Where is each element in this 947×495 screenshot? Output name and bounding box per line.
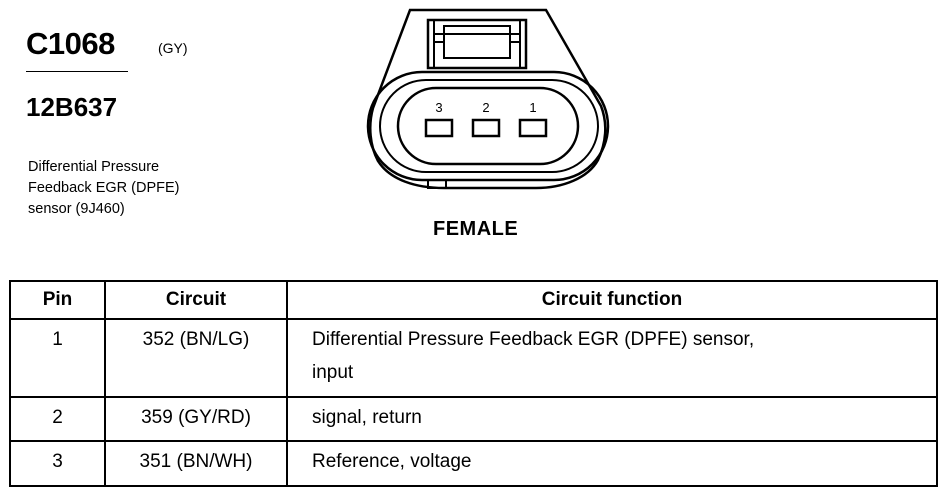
- connector-id: C1068: [26, 26, 115, 61]
- connector-face-drawing: 3 2 1: [366, 8, 610, 190]
- function-cell: Reference, voltage: [286, 440, 938, 487]
- column-header-circuit: Circuit: [104, 280, 288, 320]
- connector-gender-label: FEMALE: [433, 218, 519, 240]
- latch-icon: [426, 18, 528, 70]
- connector-color: (GY): [158, 40, 188, 56]
- function-cell: signal, return: [286, 396, 938, 442]
- table-row: 2 359 (GY/RD) signal, return: [9, 396, 938, 442]
- table-row: 3 351 (BN/WH) Reference, voltage: [9, 440, 938, 487]
- connector-outer-shell: [369, 8, 607, 190]
- pin-cell: 3: [9, 440, 106, 487]
- pin-cavity-1: [518, 118, 548, 138]
- pin-number-label: 3: [435, 100, 442, 115]
- table-header-row: Pin Circuit Circuit function: [9, 280, 938, 320]
- circuit-cell: 359 (GY/RD): [104, 396, 288, 442]
- key-notch-icon: [427, 180, 447, 189]
- description-line: Differential Pressure: [28, 159, 160, 175]
- function-line: signal, return: [312, 407, 422, 428]
- table-row: 1 352 (BN/LG) Differential Pressure Feed…: [9, 318, 938, 398]
- pin-cavity-2: [471, 118, 501, 138]
- part-number: 12B637: [26, 92, 118, 122]
- pin-cavity-3: [424, 118, 454, 138]
- circuit-cell: 352 (BN/LG): [104, 318, 288, 398]
- function-line: Reference, voltage: [312, 451, 472, 472]
- column-header-pin: Pin: [9, 280, 106, 320]
- connector-id-underline: [26, 71, 128, 72]
- pinout-table: Pin Circuit Circuit function 1 352 (BN/L…: [9, 280, 938, 487]
- description-line: sensor (9J460): [28, 201, 125, 217]
- pin-cell: 2: [9, 396, 106, 442]
- pin-number-label: 2: [482, 100, 489, 115]
- function-line: input: [312, 362, 354, 383]
- circuit-cell: 351 (BN/WH): [104, 440, 288, 487]
- connector-description: Differential Pressure Feedback EGR (DPFE…: [28, 157, 180, 220]
- description-line: Feedback EGR (DPFE): [28, 180, 180, 196]
- connector-mating-face: [366, 70, 610, 182]
- pin-number-label: 1: [529, 100, 536, 115]
- function-cell: Differential Pressure Feedback EGR (DPFE…: [286, 318, 938, 398]
- pin-cell: 1: [9, 318, 106, 398]
- column-header-function: Circuit function: [286, 280, 938, 320]
- function-line: Differential Pressure Feedback EGR (DPFE…: [312, 329, 755, 350]
